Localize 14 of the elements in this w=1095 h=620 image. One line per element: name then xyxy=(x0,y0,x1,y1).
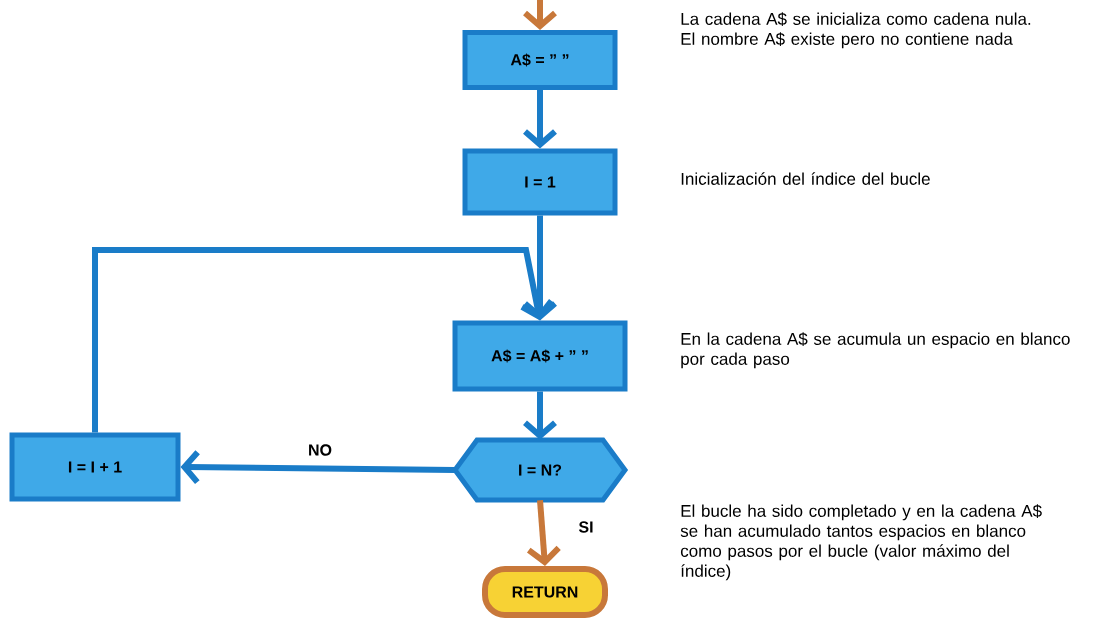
process-box: A$ = A$ + ” ” xyxy=(452,320,628,392)
arrow xyxy=(180,450,455,485)
note-text: En la cadena A$ se acumula un espacio en blanco por cada paso xyxy=(681,332,1070,369)
edge-label: SI xyxy=(576,519,596,535)
arrow xyxy=(523,215,557,321)
note-text: Inicialización del índice del bucle xyxy=(681,172,930,185)
note-text: La cadena A$ se inicializa como cadena nula. El nombre A$ existe pero no contiene nada xyxy=(681,12,1031,49)
terminal-box: RETURN xyxy=(482,566,608,618)
arrow xyxy=(92,247,554,433)
edge-label: NO xyxy=(306,442,334,458)
note-text: El bucle ha sido completado y en la cadena A$ se han acumulado tantos espacios en blanco como pasos por el bucle (valor máximo del índice) xyxy=(680,504,1042,581)
process-box: A$ = ” ” xyxy=(462,30,618,90)
process-box: I = 1 xyxy=(462,148,618,216)
process-box: I = I + 1 xyxy=(9,432,181,502)
